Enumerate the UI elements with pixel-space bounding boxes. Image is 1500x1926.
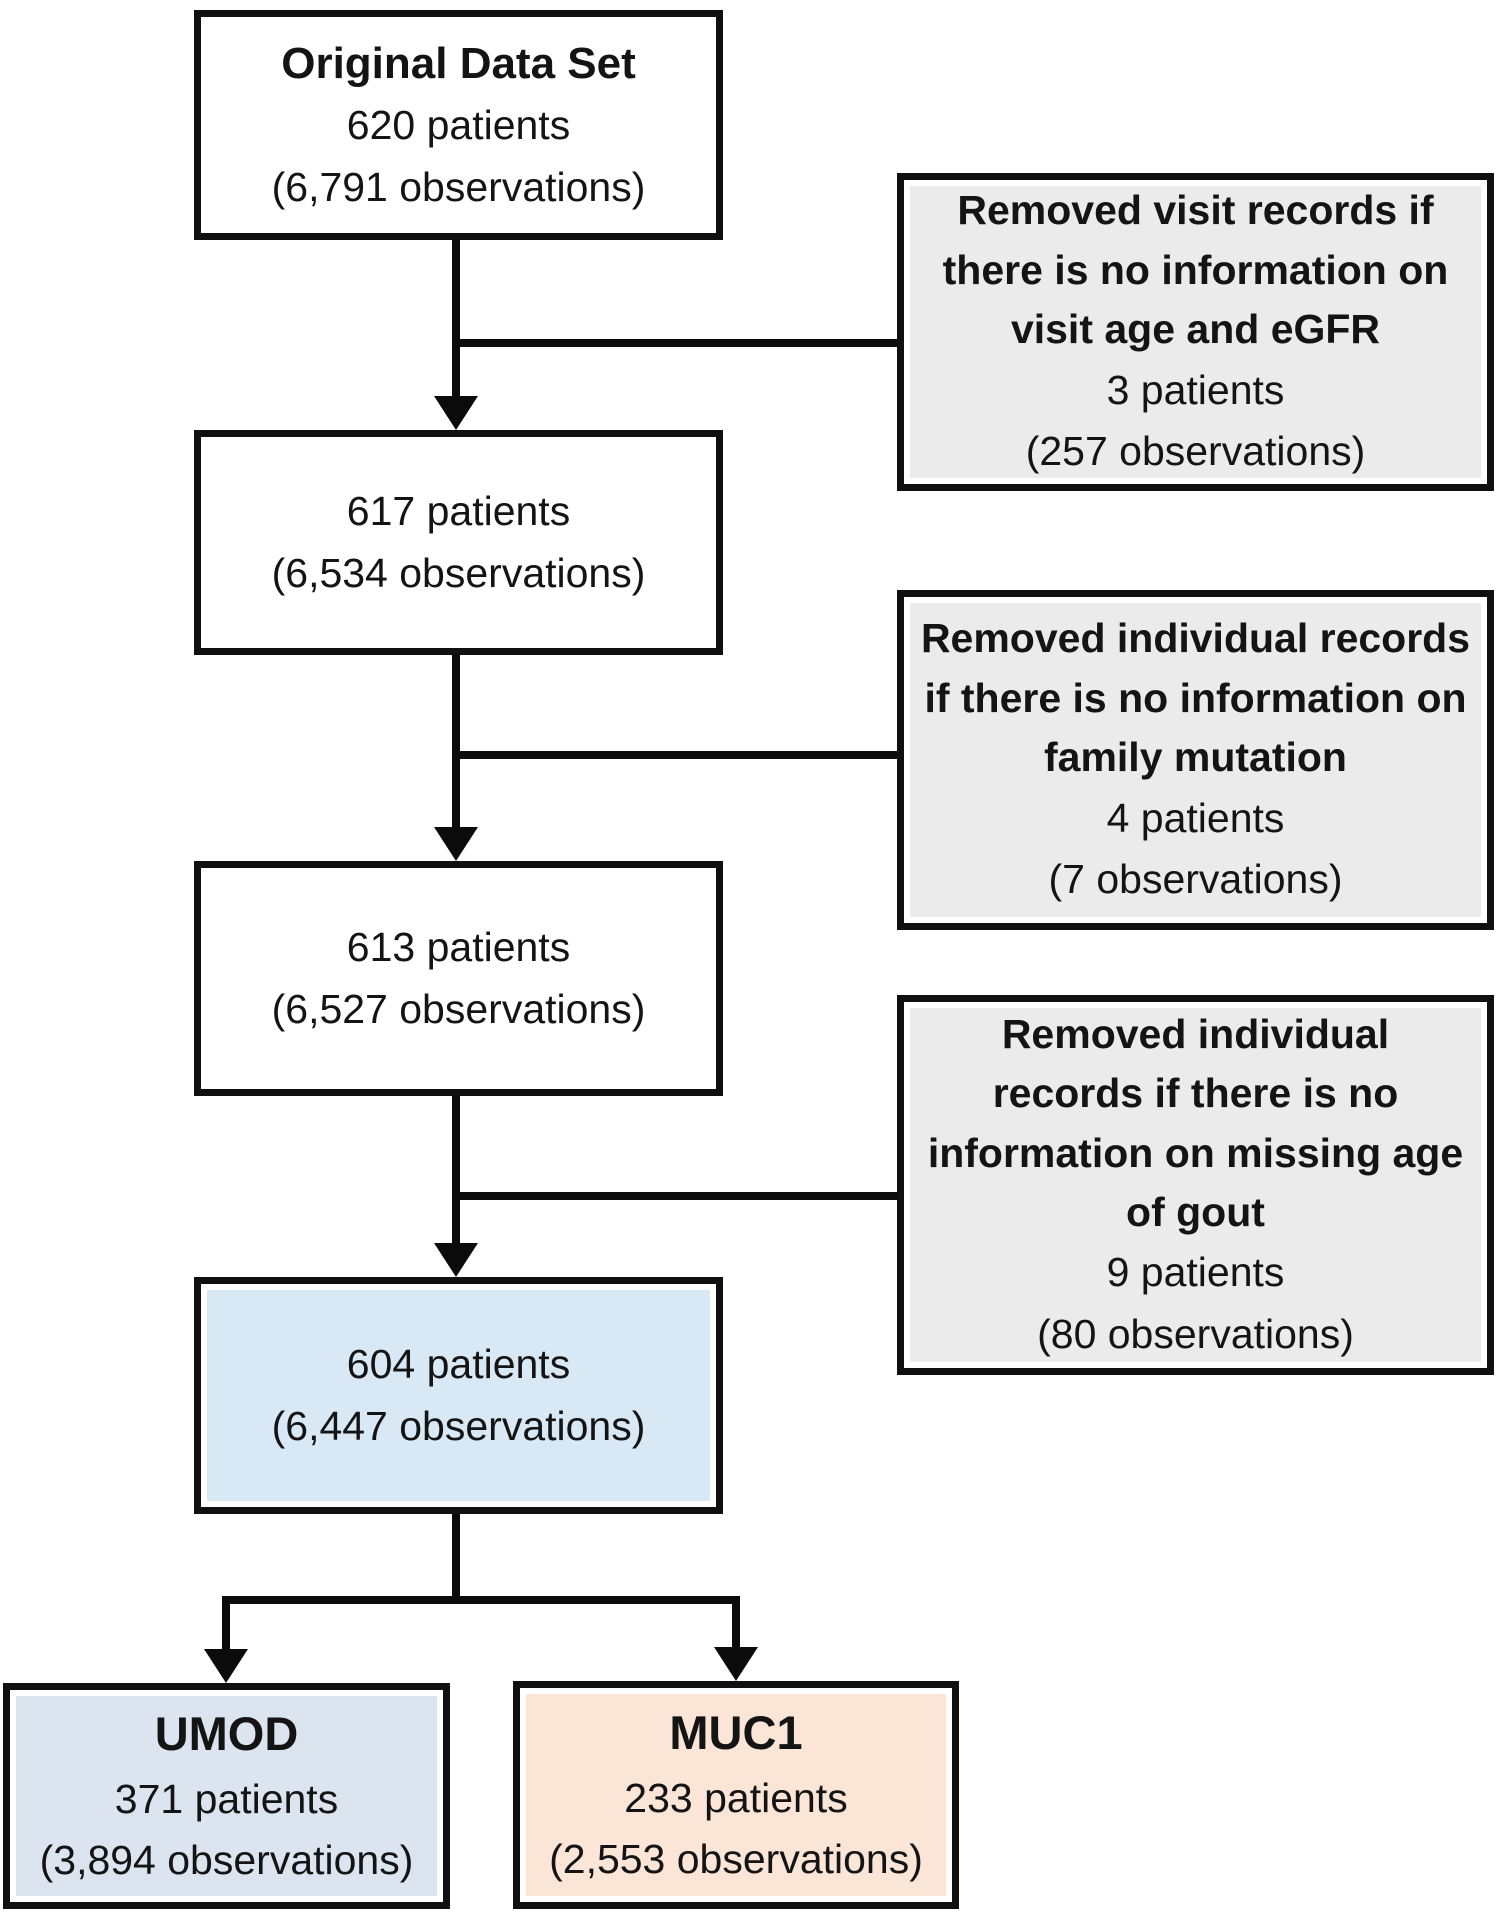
arrow-down-icon (434, 396, 478, 430)
flow-line-2 (452, 648, 460, 832)
exclusion-reason: Removed visit records if there is no inf… (942, 187, 1449, 353)
exclusion-reason: Removed individual records if there is n… (927, 1010, 1464, 1235)
observations-count: (6,791 observations) (271, 163, 646, 210)
observations-count: (80 observations) (1037, 1310, 1354, 1357)
exclusion-family-mutation-box: Removed individual records if there is n… (897, 590, 1494, 930)
flow-line-1 (452, 236, 460, 402)
patients-count: 604 patients (346, 1341, 571, 1387)
arrow-down-icon (714, 1647, 758, 1681)
observations-count: (7 observations) (1048, 856, 1343, 903)
flow-line-4 (452, 1507, 460, 1604)
patients-count: 9 patients (1106, 1249, 1285, 1296)
branch-line-left (222, 1596, 230, 1652)
observations-count: (3,894 observations) (39, 1837, 414, 1884)
patients-count: 617 patients (346, 488, 571, 534)
patients-617-box: 617 patients (6,534 observations) (194, 430, 723, 655)
exclusion-age-gout-box: Removed individual records if there is n… (897, 995, 1494, 1375)
patients-613-box: 613 patients (6,527 observations) (194, 861, 723, 1096)
box-title: Original Data Set (281, 38, 636, 88)
patients-count: 613 patients (346, 924, 571, 970)
gene-title: UMOD (154, 1707, 299, 1761)
muc1-box: MUC1 233 patients (2,553 observations) (513, 1681, 959, 1909)
arrow-down-icon (204, 1649, 248, 1683)
observations-count: (257 observations) (1025, 428, 1366, 475)
elbow-connector-3 (452, 1192, 904, 1200)
arrow-down-icon (434, 827, 478, 861)
observations-count: (6,447 observations) (271, 1402, 646, 1449)
observations-count: (6,534 observations) (271, 549, 646, 596)
elbow-connector-2 (452, 751, 904, 759)
flow-line-3 (452, 1089, 460, 1249)
patients-count: 371 patients (114, 1775, 339, 1822)
umod-box: UMOD 371 patients (3,894 observations) (3, 1683, 450, 1909)
patients-count: 620 patients (346, 102, 571, 149)
patients-count: 4 patients (1106, 794, 1285, 841)
elbow-connector-1 (452, 339, 904, 347)
patients-count: 3 patients (1106, 366, 1285, 413)
gene-title: MUC1 (669, 1706, 803, 1760)
branch-connector (222, 1596, 740, 1604)
exclusion-reason: Removed individual records if there is n… (920, 615, 1471, 781)
branch-line-right (732, 1596, 740, 1650)
exclusion-visit-records-box: Removed visit records if there is no inf… (897, 173, 1494, 491)
original-dataset-box: Original Data Set 620 patients (6,791 ob… (194, 10, 723, 240)
patients-604-box: 604 patients (6,447 observations) (194, 1277, 723, 1514)
observations-count: (2,553 observations) (549, 1836, 923, 1883)
arrow-down-icon (434, 1243, 478, 1277)
observations-count: (6,527 observations) (271, 985, 646, 1032)
patients-count: 233 patients (624, 1774, 848, 1821)
